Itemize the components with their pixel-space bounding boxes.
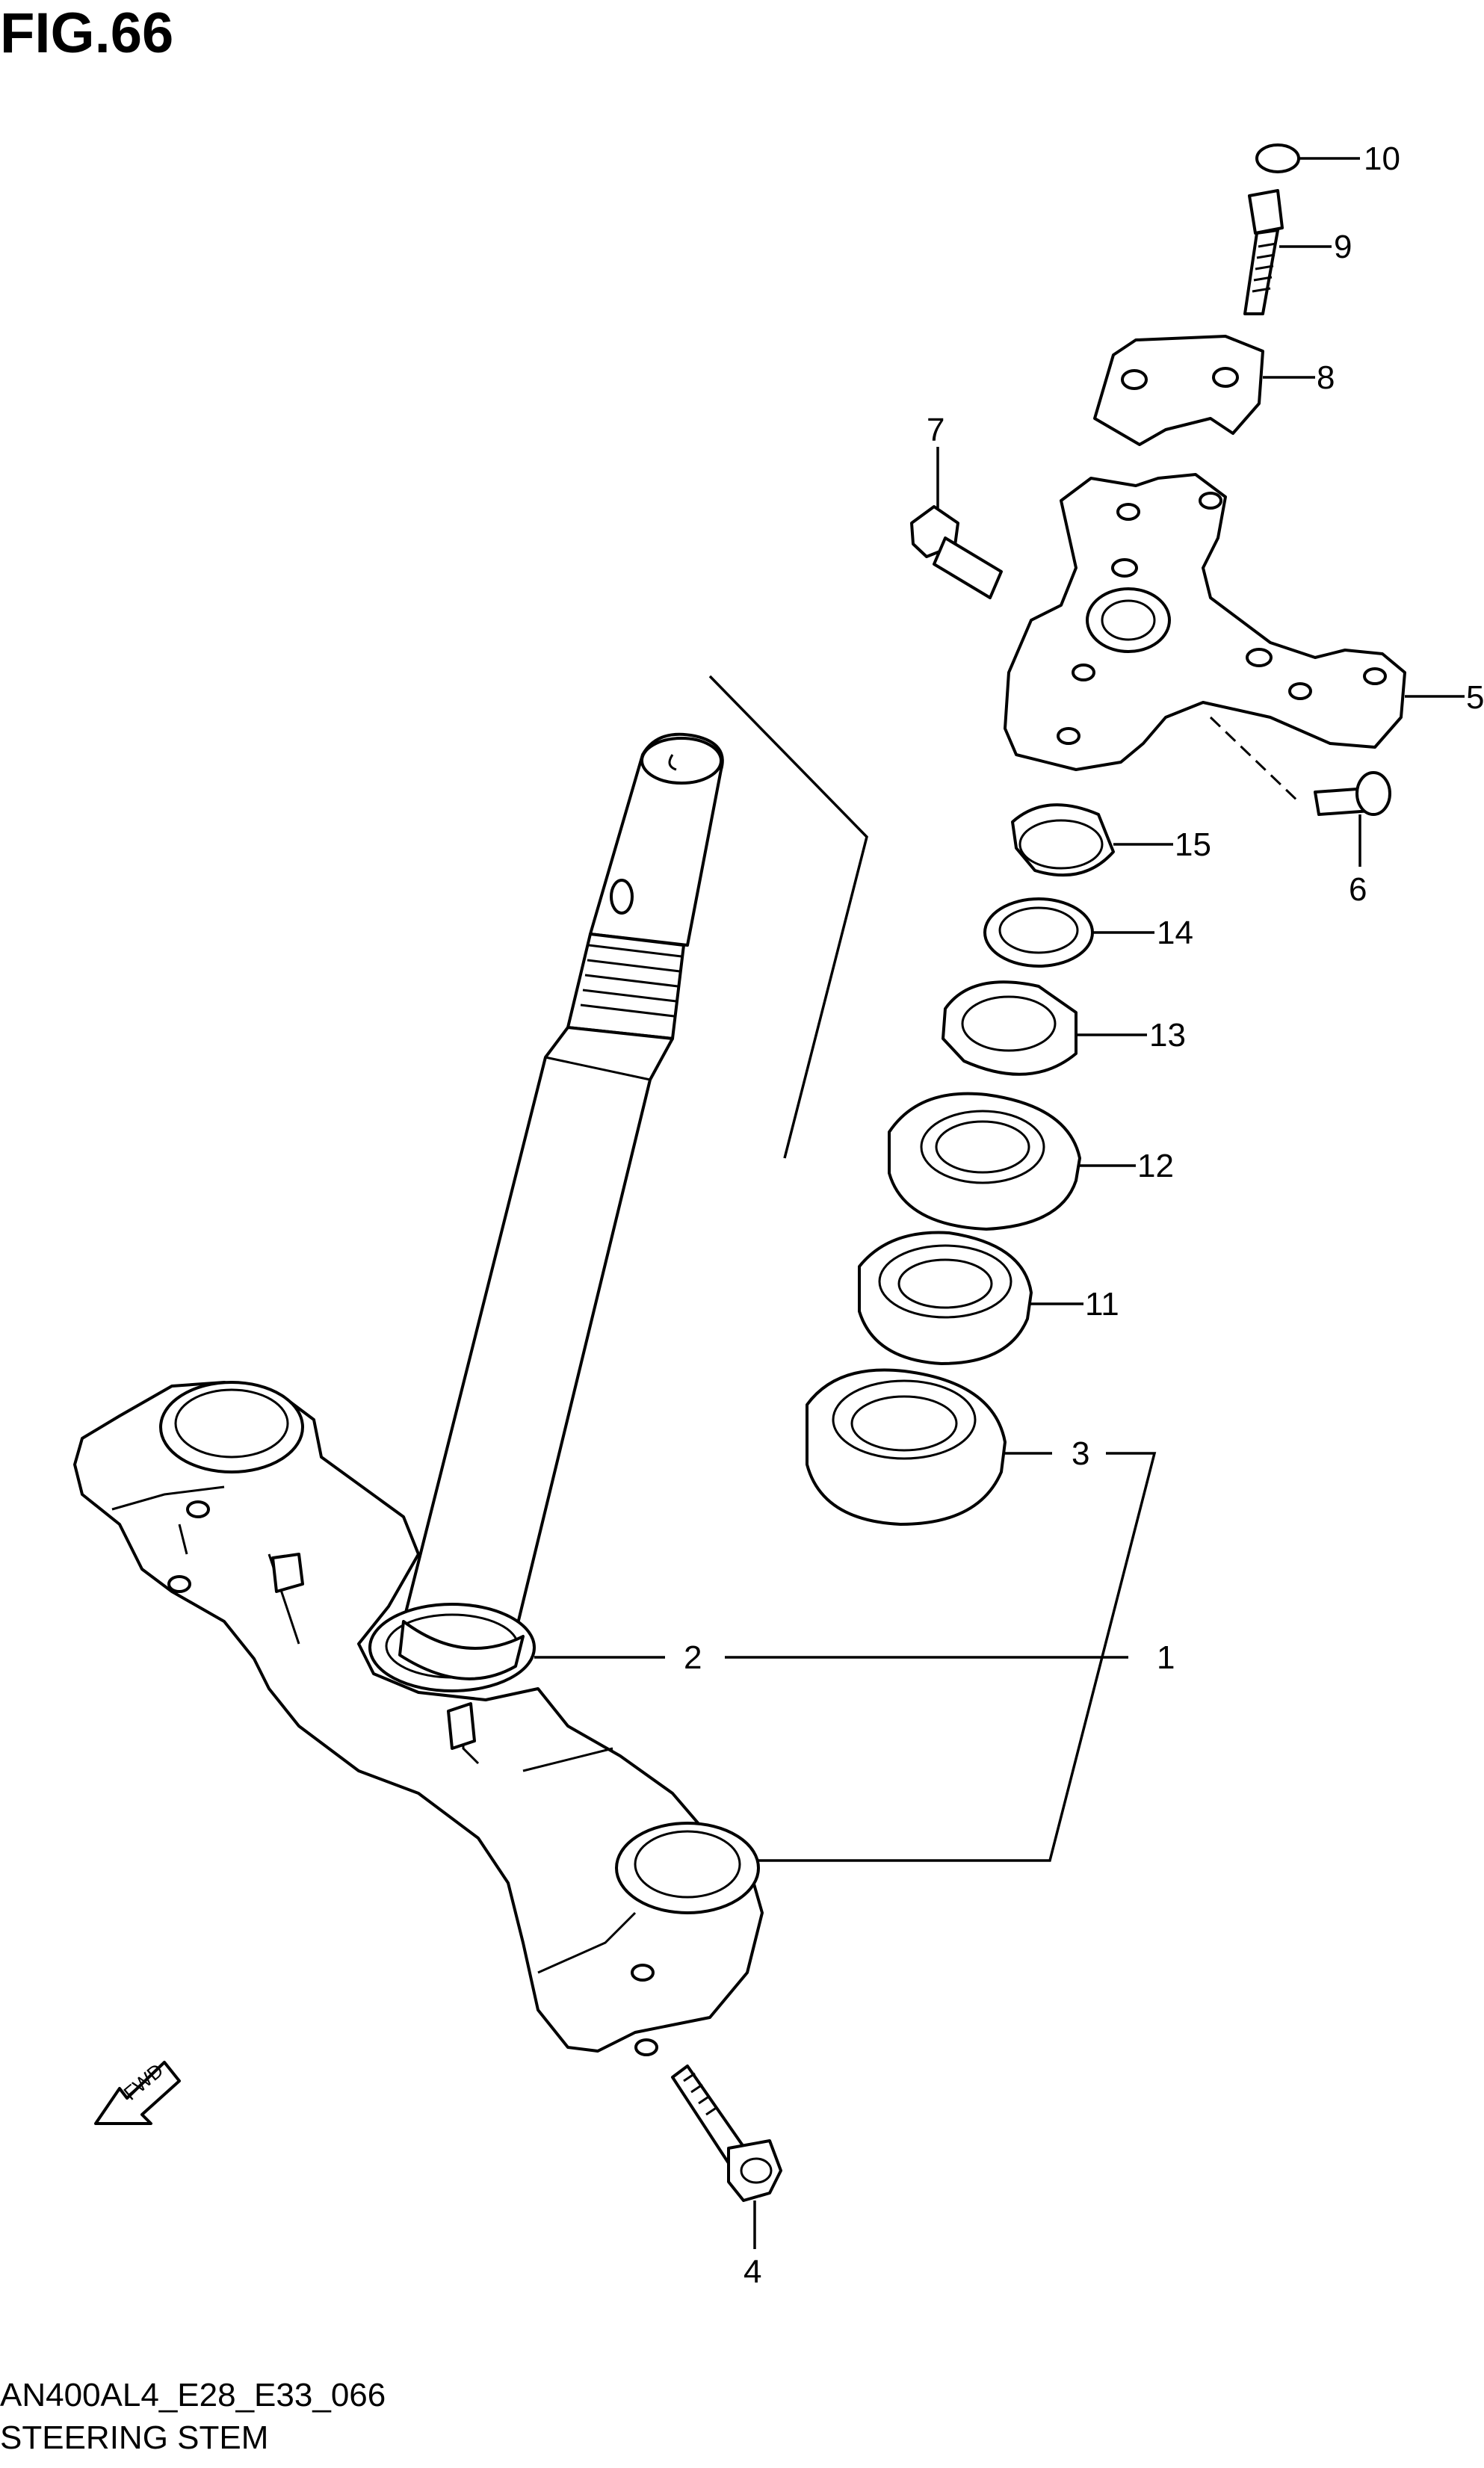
cap-part-10 bbox=[1255, 143, 1360, 173]
steering-stem-part-1 bbox=[73, 732, 1128, 2056]
washer-part-14 bbox=[983, 897, 1154, 968]
callout-9: 9 bbox=[1334, 229, 1352, 265]
screw-part-6 bbox=[1314, 771, 1391, 867]
assembly-bracket-outline bbox=[708, 675, 868, 1159]
callout-3: 3 bbox=[1072, 1435, 1089, 1472]
figure-title: FIG.66 bbox=[0, 1, 174, 65]
callout-1: 1 bbox=[1157, 1639, 1175, 1676]
figure-name: STEERING STEM bbox=[0, 2419, 269, 2456]
lock-washer-part-15 bbox=[1011, 803, 1173, 877]
callout-6: 6 bbox=[1349, 871, 1367, 908]
callout-12: 12 bbox=[1137, 1148, 1174, 1184]
nut-part-13 bbox=[942, 980, 1147, 1076]
callout-2: 2 bbox=[684, 1639, 702, 1676]
figure-code: AN400AL4_E28_E33_066 bbox=[0, 2377, 386, 2413]
callout-7: 7 bbox=[927, 412, 944, 448]
callout-5: 5 bbox=[1466, 679, 1484, 716]
upper-bracket-part-5 bbox=[1004, 473, 1465, 805]
seal-part-12 bbox=[888, 1092, 1136, 1231]
bolt-part-9 bbox=[1243, 189, 1332, 315]
callout-15: 15 bbox=[1175, 826, 1211, 863]
fwd-arrow-icon: FWD bbox=[94, 2059, 181, 2125]
callout-10: 10 bbox=[1364, 140, 1400, 177]
callout-14: 14 bbox=[1157, 915, 1193, 951]
clamp-part-8 bbox=[1093, 335, 1315, 446]
callout-11: 11 bbox=[1085, 1286, 1119, 1323]
callout-4: 4 bbox=[743, 2254, 761, 2290]
callout-13: 13 bbox=[1149, 1017, 1186, 1054]
bearing-part-3 bbox=[747, 1368, 1157, 1862]
callout-8: 8 bbox=[1317, 359, 1335, 396]
bolt-part-4 bbox=[671, 2065, 782, 2249]
bearing-part-11 bbox=[858, 1231, 1083, 1365]
bolt-part-7 bbox=[910, 447, 1003, 599]
